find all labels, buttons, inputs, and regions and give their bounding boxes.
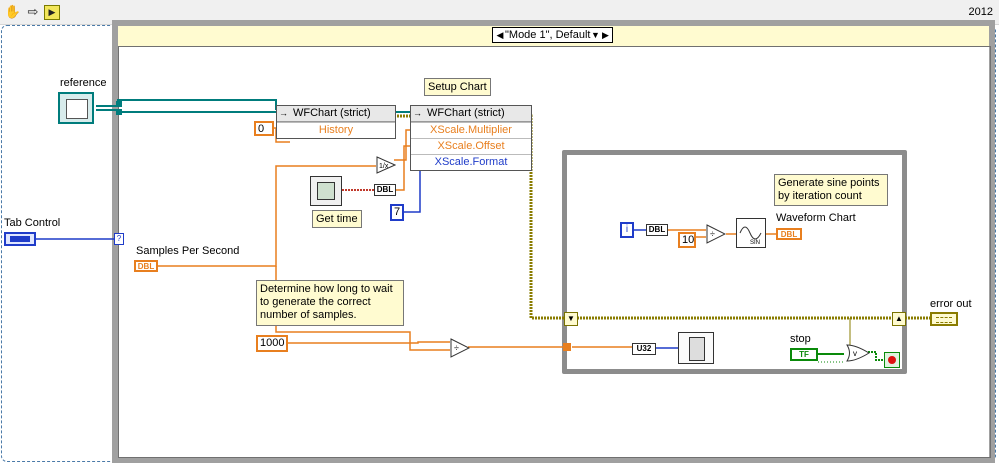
case-dropdown-icon[interactable]: ▼ <box>591 30 600 40</box>
reciprocal-function-icon[interactable]: 1/x <box>376 156 397 174</box>
to-u32-conversion[interactable]: U32 <box>632 343 656 355</box>
samples-per-second-terminal[interactable]: DBL <box>134 260 158 272</box>
loop-input-tunnel <box>563 343 571 351</box>
sine-function-icon[interactable]: SIN <box>736 218 766 248</box>
tab-control-label: Tab Control <box>4 217 61 229</box>
wait-ms-icon[interactable] <box>678 332 714 364</box>
get-time-icon[interactable] <box>310 176 342 206</box>
case-decrement-icon[interactable]: ◀ <box>496 30 504 40</box>
iteration-terminal[interactable]: i <box>620 222 634 238</box>
property-node-xscale-title: WFChart (strict) <box>411 106 531 122</box>
error-out-terminal[interactable] <box>930 312 958 326</box>
property-row-multiplier[interactable]: XScale.Multiplier <box>411 122 531 138</box>
waveform-chart-label: Waveform Chart <box>776 212 856 224</box>
tunnel-ref1 <box>116 101 122 107</box>
property-row-history[interactable]: History <box>277 122 395 138</box>
stop-label: stop <box>790 333 811 345</box>
hand-icon[interactable]: ✋ <box>4 4 22 19</box>
property-node-history[interactable]: WFChart (strict) History <box>276 105 396 139</box>
svg-text:1/x: 1/x <box>379 163 389 170</box>
svg-text:v: v <box>853 349 857 358</box>
history-constant[interactable]: 0 <box>254 121 274 136</box>
case-selector[interactable]: ◀"Mode 1", Default▼▶ <box>492 27 614 43</box>
property-node-history-title-text: WFChart (strict) <box>293 107 371 119</box>
sine-label: SIN <box>750 240 760 246</box>
error-out-label: error out <box>930 298 972 310</box>
tab-control-terminal[interactable] <box>4 232 36 246</box>
or-function-icon[interactable]: v <box>846 344 870 362</box>
case-increment-icon[interactable]: ▶ <box>602 30 609 40</box>
setup-chart-note: Setup Chart <box>424 78 491 96</box>
error-cluster-icon <box>936 317 952 323</box>
format-constant[interactable]: 7 <box>390 204 404 221</box>
get-time-note: Get time <box>312 210 362 228</box>
highlight-icon[interactable]: ▶ <box>44 5 60 20</box>
property-row-format[interactable]: XScale.Format <box>411 154 531 170</box>
stop-condition-icon <box>888 356 896 364</box>
shift-register-left-icon[interactable]: ▼ <box>564 312 578 326</box>
case-selector-terminal[interactable]: ? <box>114 233 124 245</box>
divide-function-icon-2[interactable]: ÷ <box>706 224 727 244</box>
reference-terminal[interactable] <box>58 92 94 124</box>
case-structure[interactable] <box>112 20 995 463</box>
milliseconds-constant[interactable]: 1000 <box>256 335 288 352</box>
divide-function-icon[interactable]: ÷ <box>450 338 471 358</box>
property-row-offset[interactable]: XScale.Offset <box>411 138 531 154</box>
metronome-icon <box>689 337 705 361</box>
waveform-chart-terminal[interactable]: DBL <box>776 228 802 240</box>
property-node-key-icon: → <box>279 108 288 118</box>
refnum-icon <box>66 99 88 119</box>
stop-terminal[interactable]: TF <box>790 348 818 361</box>
to-dbl-conversion[interactable]: DBL <box>374 184 396 196</box>
generate-sine-note: Generate sine points by iteration count <box>774 174 888 206</box>
loop-condition-terminal[interactable] <box>884 352 900 368</box>
clock-icon <box>317 182 335 200</box>
reference-label: reference <box>60 77 107 89</box>
property-node-key-icon-2: → <box>413 108 422 118</box>
samples-per-second-label: Samples Per Second <box>136 245 240 257</box>
svg-text:÷: ÷ <box>454 343 459 353</box>
svg-text:÷: ÷ <box>710 229 715 239</box>
while-loop[interactable] <box>562 150 907 374</box>
property-node-xscale-title-text: WFChart (strict) <box>427 107 505 119</box>
tab-control-icon <box>10 236 30 242</box>
step-arrow-icon[interactable]: ⇨ <box>27 4 39 19</box>
divisor-constant[interactable]: 10 <box>678 232 696 248</box>
property-node-history-title: WFChart (strict) <box>277 106 395 122</box>
case-structure-inner-border <box>118 46 991 458</box>
tunnel-ref2 <box>116 109 122 115</box>
case-selector-label: "Mode 1", Default <box>505 29 591 41</box>
version-year: 2012 <box>968 6 993 18</box>
property-node-xscale[interactable]: WFChart (strict) XScale.Multiplier XScal… <box>410 105 532 171</box>
to-dbl-conversion-2[interactable]: DBL <box>646 224 668 236</box>
determine-wait-note: Determine how long to wait to generate t… <box>256 280 404 326</box>
shift-register-right-icon[interactable]: ▲ <box>892 312 906 326</box>
